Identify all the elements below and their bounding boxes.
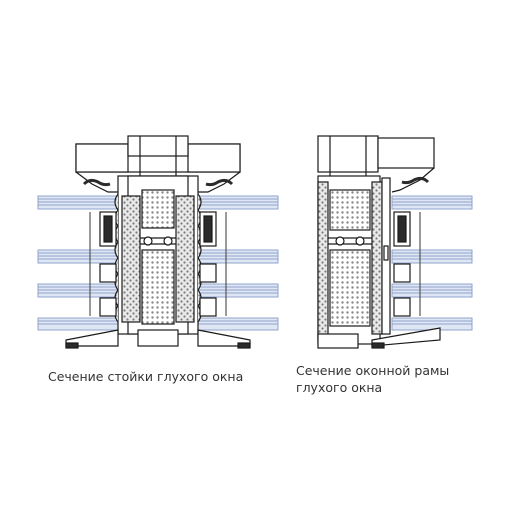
frame-glazing-gaskets	[393, 211, 421, 317]
caption-frame-section-line1: Сечение оконной рамы	[296, 363, 450, 378]
glazing-gaskets-right	[199, 211, 227, 317]
mullion-core	[114, 175, 202, 335]
frame-top-cap	[317, 135, 435, 193]
glazing-gaskets-left	[89, 211, 117, 317]
glass-unit-right	[197, 195, 279, 331]
frame-core	[317, 175, 391, 345]
frame-glass-unit	[391, 195, 473, 331]
mullion-section	[37, 135, 279, 349]
caption-mullion-section: Сечение стойки глухого окна	[48, 369, 244, 384]
frame-bottom-cap	[317, 327, 441, 349]
mullion-bottom-cap	[65, 329, 251, 349]
caption-frame-section-line2: глухого окна	[296, 380, 383, 395]
glass-unit-left	[37, 195, 119, 331]
frame-section	[317, 135, 473, 349]
mullion-top-cap	[75, 135, 241, 193]
